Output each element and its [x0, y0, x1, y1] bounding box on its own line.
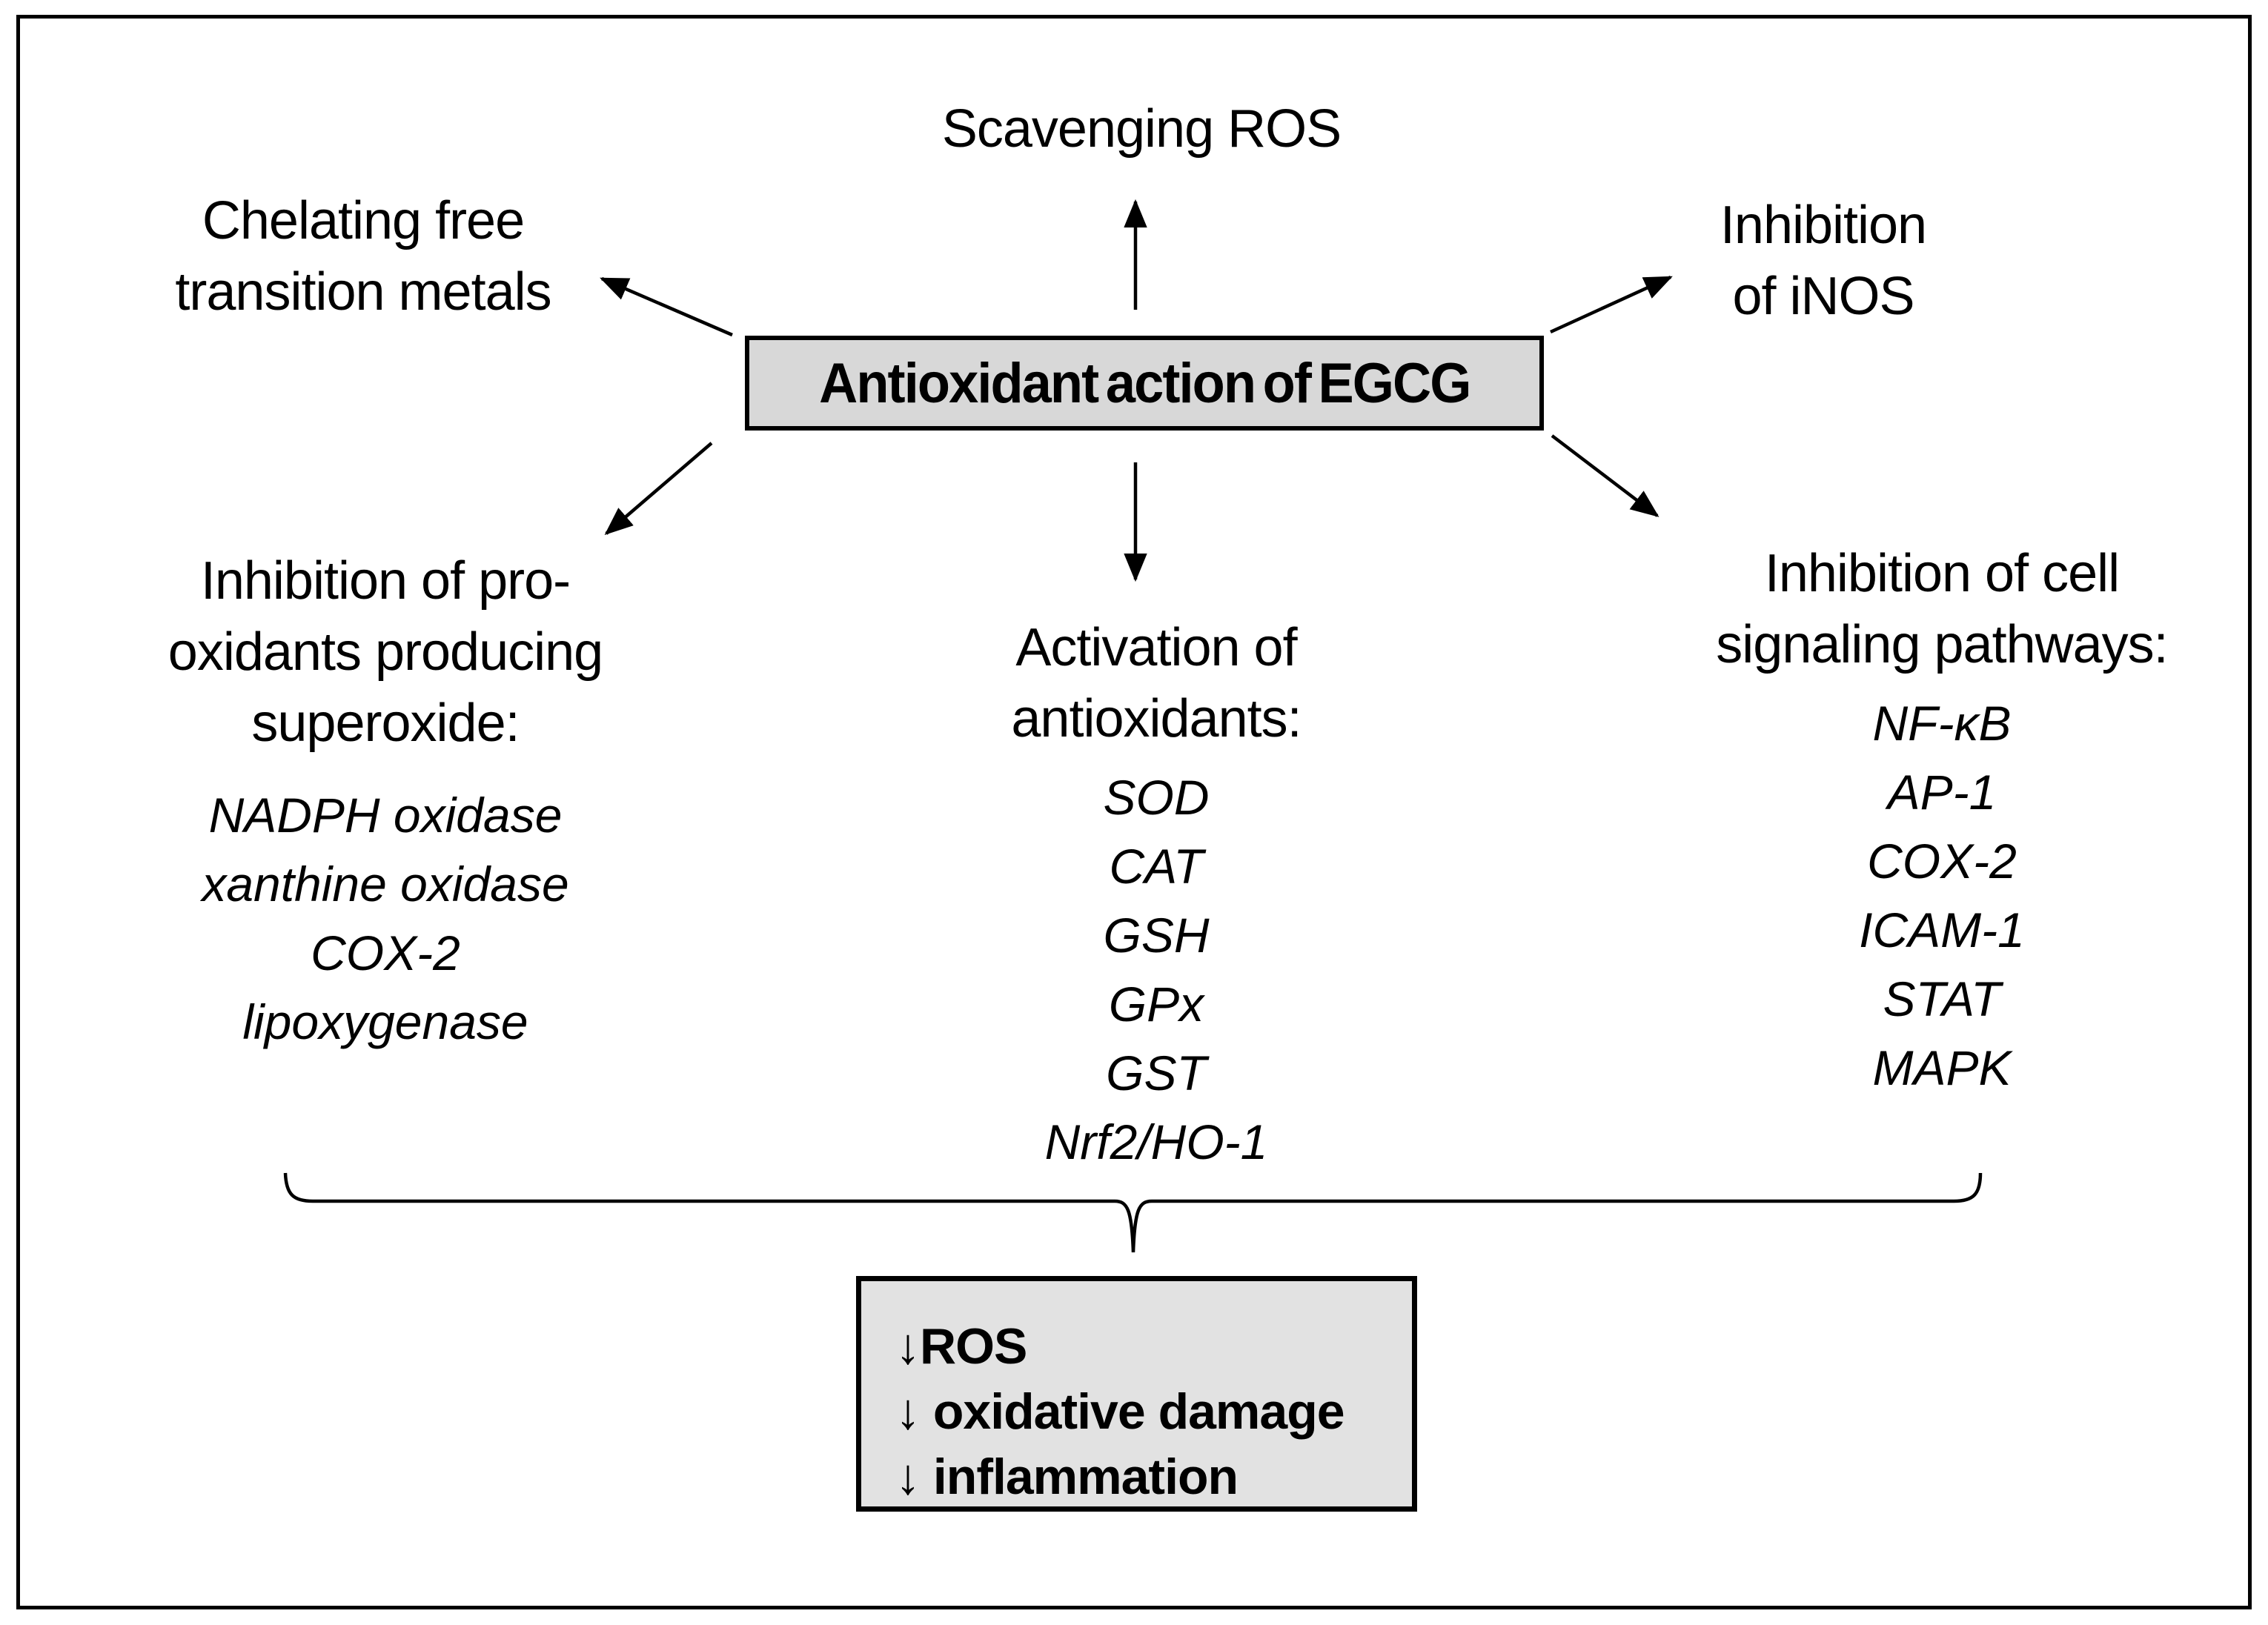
outcome-box: ↓ROS ↓ oxidative damage ↓ inflammation — [856, 1276, 1417, 1512]
branch-item-list: SOD CAT GSH GPx GST Nrf2/HO-1 — [845, 763, 1468, 1177]
outcome-line-inflammation: ↓ inflammation — [895, 1449, 1239, 1505]
branch-item-list: NF-κB AP-1 COX-2 ICAM-1 STAT MAPK — [1623, 689, 2261, 1103]
branch-item: SOD — [1103, 770, 1210, 825]
arrow-to-chelating-metals — [600, 276, 733, 337]
branch-item: COX-2 — [1867, 834, 2017, 888]
gathering-brace — [283, 1172, 1983, 1253]
label-inos-inhibition: Inhibition of iNOS — [1571, 190, 2075, 332]
branch-heading-line: signaling pathways: — [1716, 615, 2168, 674]
branch-item: STAT — [1883, 971, 2001, 1026]
arrow-to-signaling-inhibition — [1551, 434, 1659, 517]
branch-item: CAT — [1109, 839, 1204, 894]
outcome-line-ros: ↓ROS — [895, 1318, 1027, 1375]
central-egcg-title: Antioxidant action of EGCG — [818, 351, 1471, 415]
branch-item: COX-2 — [311, 926, 460, 980]
branch-signaling-inhibition: Inhibition of cell signaling pathways: N… — [1623, 538, 2261, 1103]
label-scavenging-ros: Scavenging ROS — [941, 99, 1342, 159]
outcome-line-oxidative-damage: ↓ oxidative damage — [895, 1383, 1345, 1440]
arrow-to-prooxidant-inhibition — [604, 442, 713, 536]
branch-heading-line: antioxidants: — [1011, 689, 1302, 748]
branch-item: NADPH oxidase — [208, 788, 563, 843]
branch-heading-line: Inhibition of cell — [1764, 544, 2120, 603]
branch-heading-line: Activation of — [1015, 618, 1297, 677]
branch-item: GPx — [1108, 977, 1204, 1031]
branch-item: GSH — [1103, 908, 1210, 963]
branch-prooxidant-inhibition: Inhibition of pro- oxidants producing su… — [74, 545, 697, 1057]
branch-item: NF-κB — [1872, 696, 2012, 751]
branch-item: lipoxygenase — [242, 994, 528, 1049]
branch-item: ICAM-1 — [1859, 903, 2025, 957]
branch-item: xanthine oxidase — [202, 857, 569, 911]
branch-heading-line: superoxide: — [251, 694, 520, 753]
label-chelating-line-1: Chelating free — [202, 191, 525, 250]
label-inos-line-2: of iNOS — [1732, 267, 1914, 326]
label-chelating-metals: Chelating free transition metals — [44, 185, 682, 328]
label-chelating-line-2: transition metals — [175, 262, 551, 322]
central-egcg-box: Antioxidant action of EGCG — [745, 336, 1544, 431]
branch-heading-line: Inhibition of pro- — [200, 551, 571, 611]
branch-item-list: NADPH oxidase xanthine oxidase COX-2 lip… — [74, 781, 697, 1057]
label-inos-line-1: Inhibition — [1720, 196, 1927, 255]
branch-antioxidant-activation: Activation of antioxidants: SOD CAT GSH … — [845, 612, 1468, 1177]
branch-item: AP-1 — [1887, 765, 1997, 820]
branch-heading: Inhibition of cell signaling pathways: — [1623, 538, 2261, 680]
branch-item: Nrf2/HO-1 — [1044, 1114, 1268, 1169]
branch-heading: Activation of antioxidants: — [845, 612, 1468, 754]
branch-heading: Inhibition of pro- oxidants producing su… — [74, 545, 697, 759]
branch-item: MAPK — [1872, 1040, 2012, 1095]
arrow-to-inos-inhibition — [1550, 275, 1673, 334]
outer-border — [16, 15, 2252, 1609]
branch-item: GST — [1106, 1046, 1207, 1100]
branch-heading-line: oxidants producing — [168, 622, 603, 682]
